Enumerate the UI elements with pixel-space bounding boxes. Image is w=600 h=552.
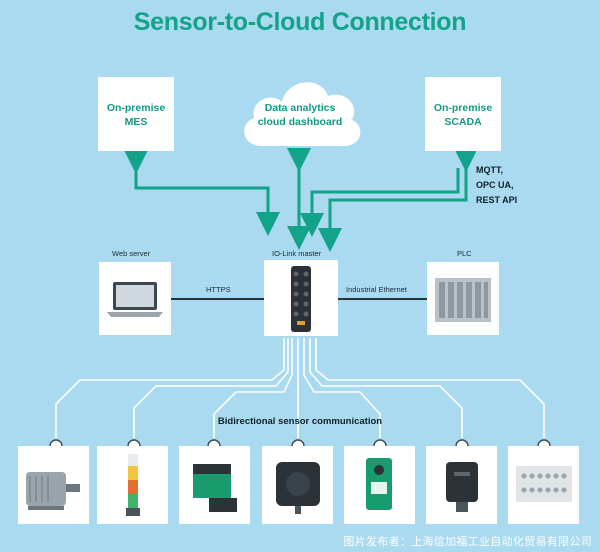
sensor-box-photoelectric (344, 446, 415, 524)
https-label: HTTPS (206, 285, 231, 294)
scada-label-line1: On-premise (433, 102, 493, 114)
sensor-line-5 (303, 338, 381, 438)
plc-label: PLC (457, 249, 472, 258)
web-server-label: Web server (112, 249, 151, 258)
sensor-box-inductive (179, 446, 250, 524)
ultrasonic-sensor-icon (446, 462, 478, 512)
protocol-rest: REST API (476, 195, 518, 205)
sensor-line-1 (55, 338, 285, 438)
cloud-label-line2: cloud dashboard (257, 116, 343, 128)
sensor-box-io-module (508, 446, 579, 524)
scada-arrow-2 (300, 168, 460, 237)
ethernet-label: Industrial Ethernet (346, 285, 407, 294)
sensor-box-ultrasonic (426, 446, 497, 524)
protocol-opcua: OPC UA, (476, 180, 514, 190)
laptop-icon (107, 282, 163, 317)
web-server-box (99, 262, 171, 335)
protocol-mqtt: MQTT, (476, 165, 503, 175)
sensor-box-motor (18, 446, 89, 524)
scada-box: On-premise SCADA (425, 77, 501, 151)
scada-arrow-1 (318, 148, 478, 252)
sensor-box-tower-light (97, 446, 168, 524)
watermark: 图片发布者：上海信加福工业自动化贸易有限公司 (343, 535, 592, 548)
mes-box: On-premise MES (98, 77, 174, 151)
iolink-master-label: IO-Link master (272, 249, 322, 258)
iolink-master-box (264, 260, 338, 336)
sensor-line-6 (309, 338, 463, 438)
io-module-icon (516, 466, 572, 502)
plc-box (427, 262, 499, 335)
plc-icon (435, 278, 491, 322)
sensor-line-7 (315, 338, 545, 438)
sensor-section-label: Bidirectional sensor communication (217, 416, 383, 427)
rfid-reader-icon (276, 462, 320, 514)
signal-tower-light-icon (126, 454, 140, 516)
sensor-line-2 (133, 338, 289, 438)
sensor-box-rfid (262, 446, 333, 524)
photoelectric-sensor-icon (366, 458, 392, 510)
page-title: Sensor-to-Cloud Connection (133, 8, 467, 36)
cloud-icon (244, 82, 361, 146)
iolink-master-icon (291, 266, 311, 332)
mes-arrow (124, 150, 280, 236)
sensor-line-3 (213, 338, 293, 438)
mes-label-line1: On-premise (106, 102, 166, 114)
cloud-label-line1: Data analytics (264, 102, 336, 114)
mes-label-line2: MES (124, 116, 148, 128)
electric-motor-icon (26, 472, 80, 510)
scada-label-line2: SCADA (444, 116, 482, 128)
inductive-sensor-icon (193, 464, 237, 512)
